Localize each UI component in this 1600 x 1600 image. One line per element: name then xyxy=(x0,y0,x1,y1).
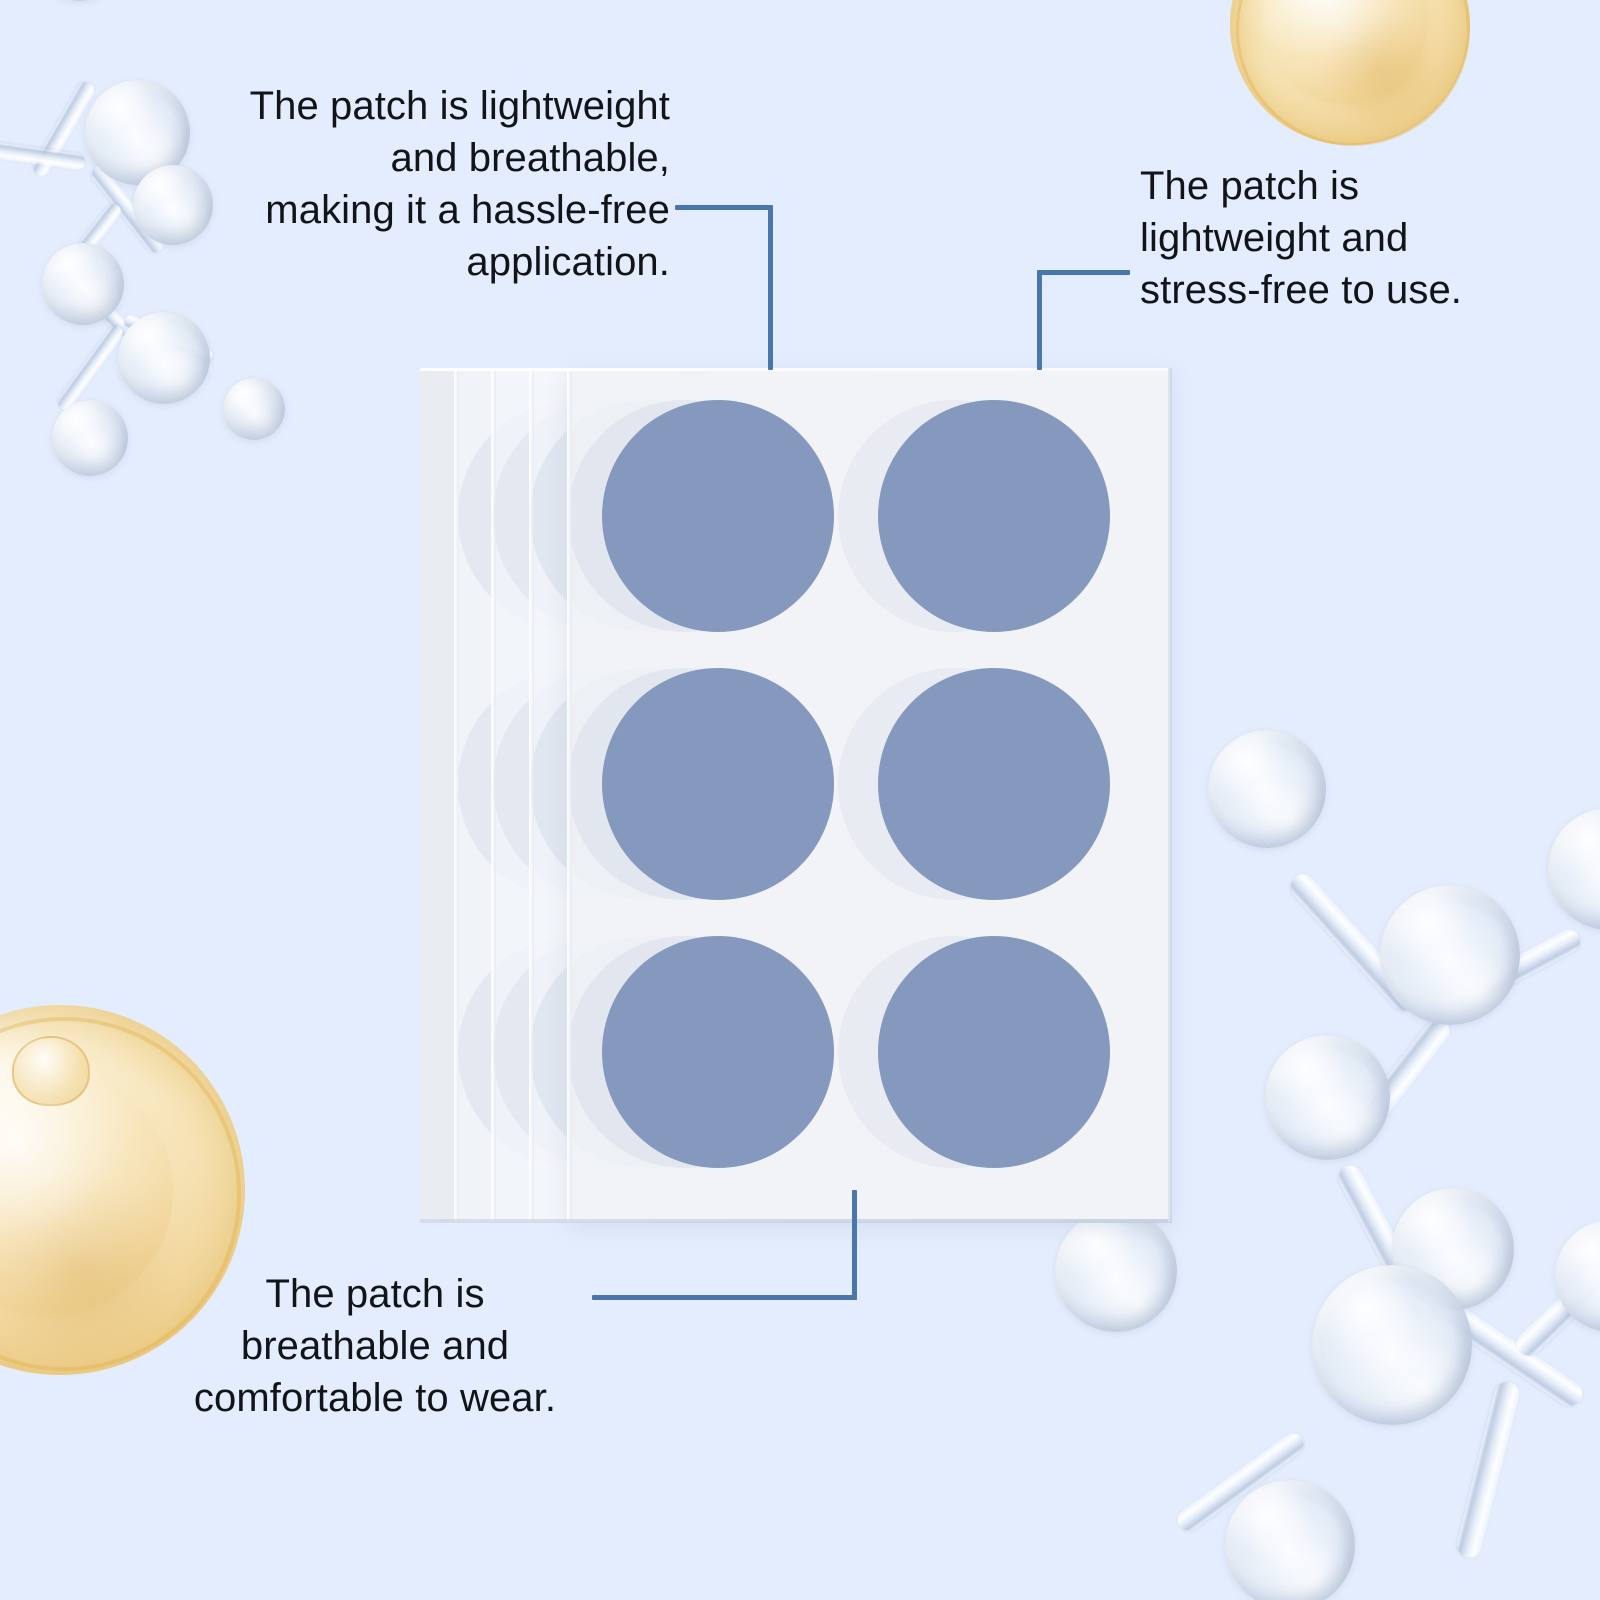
molecule-bond xyxy=(1173,1428,1308,1535)
leader-horizontal-segment xyxy=(1037,270,1130,275)
molecule-sphere xyxy=(1312,1265,1472,1425)
molecule-sphere xyxy=(1548,808,1600,930)
serum-droplet-top-right xyxy=(1230,0,1470,145)
molecule-bond xyxy=(1511,1232,1600,1361)
leader-horizontal-segment xyxy=(675,205,773,210)
patch-sheet-seam xyxy=(492,368,496,1222)
molecule-bond xyxy=(30,79,98,179)
callout-leader-bottom-left xyxy=(592,1190,862,1300)
patch-sheet-seam xyxy=(568,368,572,1222)
serum-droplet-ring xyxy=(1236,0,1470,146)
serum-droplet-bubble xyxy=(12,1036,90,1106)
molecule-sphere xyxy=(36,0,122,1)
molecule-sphere xyxy=(1380,885,1520,1025)
patch-dot[interactable] xyxy=(878,400,1110,632)
molecule-sphere xyxy=(1265,1035,1390,1160)
callout-leader-top-left xyxy=(675,205,775,370)
molecule-sphere xyxy=(1392,1188,1514,1310)
callout-text-bottom-left: The patch is breathable and comfortable … xyxy=(193,1272,557,1420)
leader-vertical-segment xyxy=(852,1190,857,1300)
callout-text-top-right: The patch is lightweight and stress-free… xyxy=(1140,164,1463,312)
patch-dot[interactable] xyxy=(878,668,1110,900)
molecule-sphere xyxy=(223,378,285,440)
molecule-bond xyxy=(1333,1014,1455,1160)
molecule-sphere xyxy=(1055,1210,1177,1332)
patch-sheet-seam xyxy=(530,368,534,1222)
patch-dot[interactable] xyxy=(602,668,834,900)
leader-horizontal-segment xyxy=(592,1295,857,1300)
molecule-sphere xyxy=(1555,1220,1600,1332)
molecule-sphere xyxy=(42,243,124,325)
molecule-bond xyxy=(55,323,127,413)
leader-vertical-segment xyxy=(1037,270,1042,370)
molecule-bond xyxy=(1428,1292,1588,1411)
patch-sheet-seam xyxy=(455,368,459,1222)
patch-dot[interactable] xyxy=(878,936,1110,1168)
patch-dot[interactable] xyxy=(602,400,834,632)
patch-sheet-top-edge xyxy=(420,368,1172,371)
molecule-sphere xyxy=(1225,1480,1355,1600)
molecule-bond xyxy=(1285,869,1422,1016)
molecule-sphere xyxy=(118,312,210,404)
molecule-sphere xyxy=(1208,730,1326,848)
molecule-sphere xyxy=(52,400,128,476)
patch-dot[interactable] xyxy=(602,936,834,1168)
molecule-bond xyxy=(121,312,215,365)
molecule-bond xyxy=(1334,1161,1434,1319)
patch-sheet-right-edge xyxy=(1168,368,1172,1222)
callout-leader-top-right xyxy=(985,270,1130,370)
molecule-bond xyxy=(0,139,87,171)
molecule-bond xyxy=(1454,1379,1523,1561)
molecule-bond xyxy=(1449,925,1585,1012)
molecule-bond xyxy=(54,262,138,343)
molecule-bond xyxy=(47,200,124,293)
leader-vertical-segment xyxy=(768,205,773,370)
patch-sheet-bottom-edge xyxy=(420,1219,1172,1223)
callout-text-top-left: The patch is lightweight and breathable,… xyxy=(249,84,670,284)
serum-droplet-highlight xyxy=(1262,0,1428,104)
serum-droplet-highlight xyxy=(0,1068,173,1316)
